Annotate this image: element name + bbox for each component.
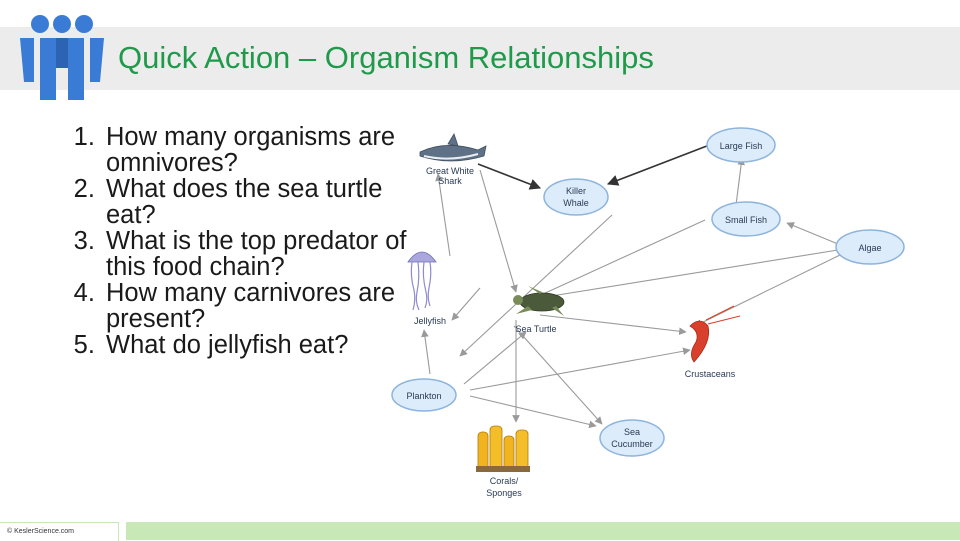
node-label: Small Fish	[725, 215, 767, 225]
node-large-fish: Large Fish	[706, 127, 776, 163]
node-label: Plankton	[406, 391, 441, 401]
arrow-jelly-turtle	[451, 287, 481, 321]
arrow-largefish-whale	[606, 143, 713, 186]
node-label: Cucumber	[611, 439, 653, 449]
arrow-jelly-shark	[435, 173, 451, 257]
copyright-text: © KeslerScience.com	[7, 528, 75, 535]
arrow-plankton-seacucumber	[469, 395, 597, 429]
arrow-shark-whale	[477, 163, 542, 190]
node-label: Shark	[438, 176, 462, 186]
node-great-white-shark: Great White Shark	[419, 133, 487, 186]
node-sea-turtle: Sea Turtle	[513, 286, 565, 334]
node-label: Sea	[624, 427, 640, 437]
node-label: Large Fish	[720, 141, 763, 151]
node-label: Whale	[563, 198, 589, 208]
arrow-turtle-seacucumber	[513, 325, 603, 425]
node-sea-cucumber: Sea Cucumber	[599, 419, 665, 457]
arrow-plankton-crustaceans	[469, 347, 691, 391]
people-group-icon	[20, 15, 104, 100]
shark-icon	[419, 133, 487, 162]
question-item: What is the top predator of this food ch…	[102, 228, 432, 280]
node-label: Sponges	[486, 488, 522, 498]
question-item: How many carnivores are present?	[102, 280, 432, 332]
title-bar	[0, 27, 960, 90]
question-item: How many organisms are omnivores?	[102, 124, 432, 176]
node-plankton: Plankton	[391, 378, 457, 412]
sea-turtle-icon	[513, 286, 565, 316]
food-web-arrows	[421, 143, 841, 429]
node-label: Algae	[858, 243, 881, 253]
node-corals-sponges: Corals/ Sponges	[476, 425, 530, 498]
arrow-algae-turtle	[513, 249, 839, 305]
node-label: Corals/	[490, 476, 519, 486]
node-label: Crustaceans	[685, 369, 736, 379]
slide-title: Quick Action – Organism Relationships	[118, 40, 654, 75]
footer-bar	[126, 522, 960, 540]
food-web-diagram: Great White Shark Killer Whale Large Fis…	[391, 127, 905, 498]
question-list: How many organisms are omnivores? What d…	[60, 124, 432, 358]
coral-icon	[476, 425, 530, 472]
node-jellyfish: Jellyfish	[407, 251, 446, 326]
arrow-shark-turtle	[479, 169, 518, 293]
node-label: Great White	[426, 166, 474, 176]
arrow-whale-jelly	[459, 214, 613, 357]
arrow-algae-smallfish	[786, 222, 839, 245]
arrow-algae-crustaceans	[694, 254, 841, 327]
jellyfish-icon	[407, 251, 437, 311]
question-item: What do jellyfish eat?	[102, 332, 432, 358]
question-item: What does the sea turtle eat?	[102, 176, 432, 228]
node-label: Sea Turtle	[515, 324, 556, 334]
node-crustaceans: Crustaceans	[685, 305, 741, 379]
arrow-plankton-jelly	[421, 329, 431, 375]
arrow-plankton-turtle	[463, 331, 527, 385]
shrimp-icon	[689, 305, 741, 363]
arrow-smallfish-largefish	[735, 157, 745, 206]
arrow-turtle-crustaceans	[539, 314, 687, 336]
node-label: Jellyfish	[414, 316, 446, 326]
node-label: Killer	[566, 186, 586, 196]
node-killer-whale: Killer Whale	[543, 178, 609, 216]
node-small-fish: Small Fish	[711, 201, 781, 237]
arrow-smallfish-turtle	[529, 219, 706, 301]
node-algae: Algae	[835, 229, 905, 265]
footer-tab	[0, 522, 119, 541]
